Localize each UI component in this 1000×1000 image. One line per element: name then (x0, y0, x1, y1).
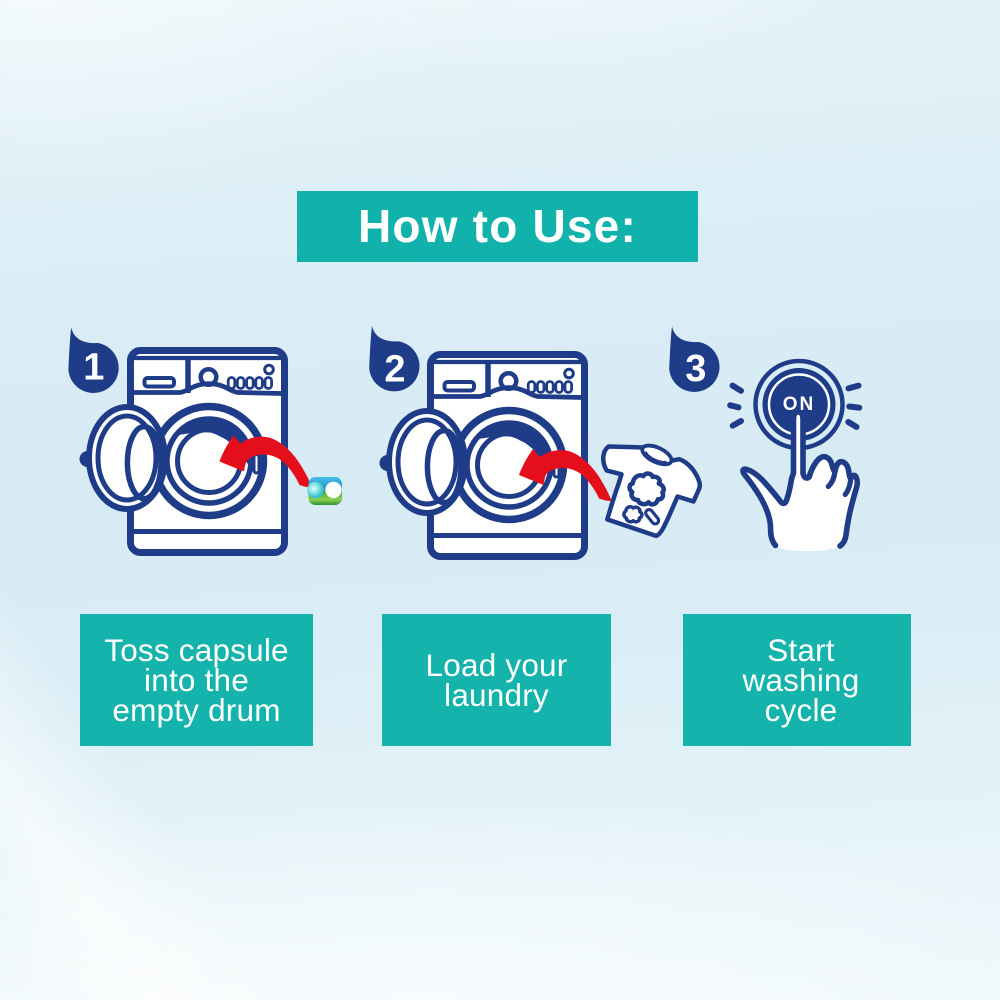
svg-text:3: 3 (685, 348, 706, 390)
svg-text:2: 2 (384, 349, 405, 391)
svg-text:1: 1 (83, 347, 104, 389)
svg-text:ON: ON (783, 394, 816, 415)
